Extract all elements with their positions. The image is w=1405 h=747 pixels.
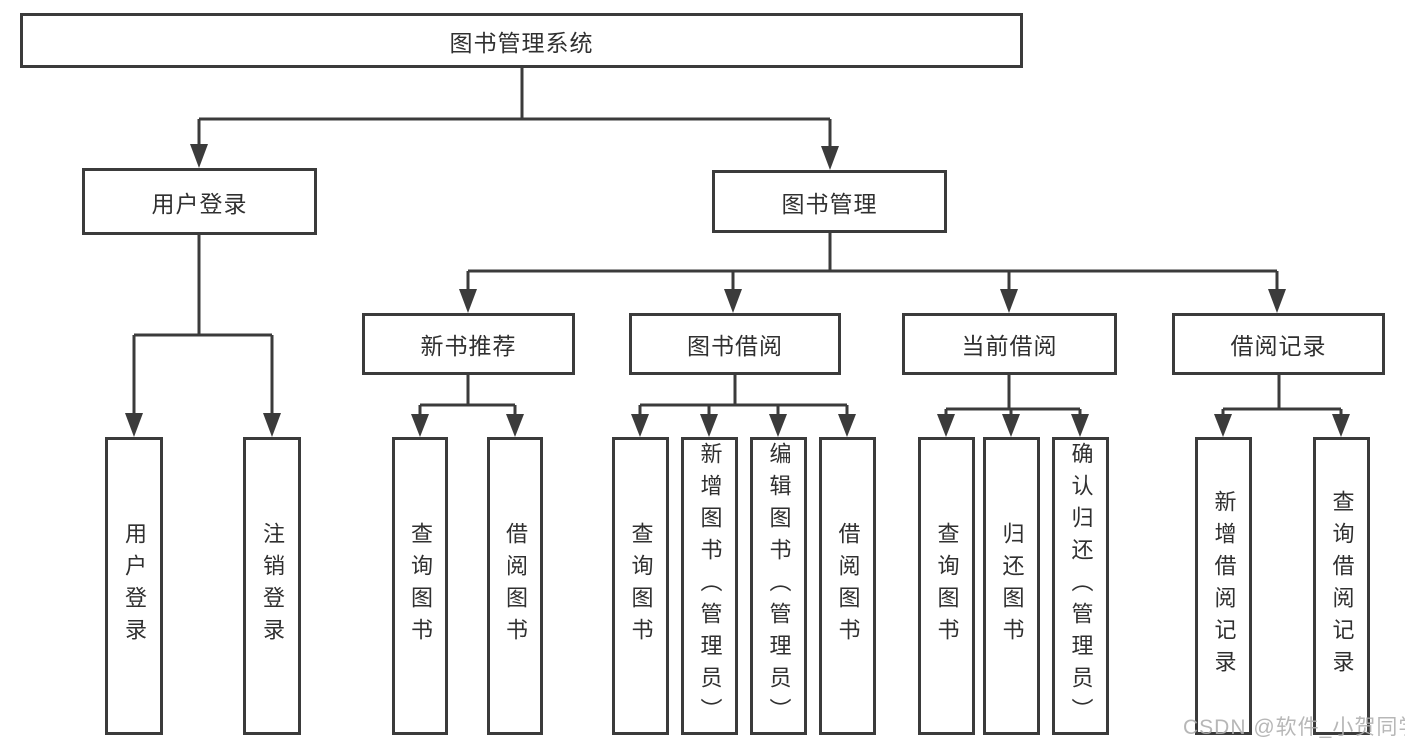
- node-label: 图书借阅: [687, 333, 783, 359]
- leaf-query-books-current: 查询图书: [918, 437, 975, 735]
- leaf-borrow-books-recommend: 借阅图书: [487, 437, 543, 735]
- node-library-management-system: 图书管理系统: [20, 13, 1023, 68]
- leaf-label: 新增借阅记录: [1211, 490, 1237, 682]
- leaf-edit-books-admin: 编辑图书（管理员）: [750, 437, 807, 735]
- node-new-book-recommendation: 新书推荐: [362, 313, 575, 375]
- csdn-watermark: CSDN @软件_小贺同学: [1183, 716, 1405, 739]
- node-user-login: 用户登录: [82, 168, 317, 235]
- arrowheads: [125, 144, 1350, 437]
- leaf-label: 查询图书: [408, 522, 433, 650]
- node-label: 图书管理: [781, 190, 878, 217]
- leaf-label: 注销登录: [260, 522, 285, 650]
- leaf-label: 新增图书（管理员）: [697, 442, 723, 730]
- leaf-query-books-borrowing: 查询图书: [612, 437, 669, 735]
- node-borrowing-records: 借阅记录: [1172, 313, 1385, 375]
- leaf-label: 归还图书: [999, 522, 1025, 650]
- node-label: 当前借阅: [961, 333, 1058, 359]
- node-label: 借阅记录: [1230, 333, 1327, 359]
- leaf-label: 查询图书: [934, 522, 960, 650]
- leaf-label: 查询借阅记录: [1329, 490, 1355, 682]
- leaf-confirm-return-admin: 确认归还（管理员）: [1052, 437, 1109, 735]
- node-label: 用户登录: [151, 190, 248, 217]
- leaf-query-books-recommend: 查询图书: [392, 437, 448, 735]
- leaf-add-books-admin: 新增图书（管理员）: [681, 437, 738, 735]
- node-label: 新书推荐: [420, 333, 517, 359]
- node-current-borrowing: 当前借阅: [902, 313, 1117, 375]
- leaf-label: 确认归还（管理员）: [1068, 442, 1094, 730]
- node-label: 图书管理系统: [449, 29, 594, 56]
- leaf-user-login: 用户登录: [105, 437, 163, 735]
- leaf-label: 借阅图书: [835, 522, 861, 650]
- leaf-label: 编辑图书（管理员）: [766, 442, 792, 730]
- leaf-borrow-books: 借阅图书: [819, 437, 876, 735]
- node-book-management: 图书管理: [712, 170, 947, 233]
- leaf-query-borrow-record: 查询借阅记录: [1313, 437, 1370, 735]
- leaf-label: 查询图书: [628, 522, 654, 650]
- leaf-add-borrow-record: 新增借阅记录: [1195, 437, 1252, 735]
- leaf-label: 借阅图书: [503, 522, 528, 650]
- leaf-return-books: 归还图书: [983, 437, 1040, 735]
- node-book-borrowing: 图书借阅: [629, 313, 841, 375]
- leaf-logout: 注销登录: [243, 437, 301, 735]
- leaf-label: 用户登录: [122, 522, 147, 650]
